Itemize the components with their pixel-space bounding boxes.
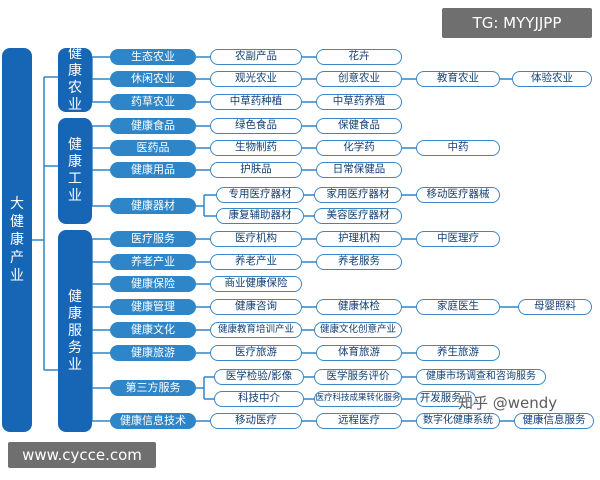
leaf-item: 开发服务业 — [416, 391, 476, 407]
leaf-item: 健康教育培训产业 — [210, 322, 302, 338]
leaf-item: 保健食品 — [316, 118, 402, 134]
leaf-item: 健康咨询 — [210, 299, 302, 315]
leaf-item: 健康市场调查和咨询服务 — [416, 369, 546, 385]
category-leisure-agriculture: 休闲农业 — [110, 71, 196, 87]
leaf-item: 远程医疗 — [316, 413, 402, 429]
sector-agriculture: 健康农业 — [58, 46, 92, 113]
category-health-equipment: 健康器材 — [110, 198, 196, 214]
leaf-item: 美容医疗器材 — [314, 208, 402, 224]
leaf-item: 数字化健康系统 — [416, 413, 500, 429]
leaf-item: 中草药养殖 — [316, 94, 402, 110]
leaf-item: 中药 — [416, 140, 500, 156]
category-health-insurance: 健康保险 — [110, 276, 196, 292]
category-health-food: 健康食品 — [110, 118, 196, 134]
category-pharmaceuticals: 医药品 — [110, 140, 196, 156]
leaf-item: 家用医疗器材 — [314, 187, 402, 203]
category-health-tourism: 健康旅游 — [110, 345, 196, 361]
leaf-item: 创意农业 — [316, 71, 402, 87]
sector-industry: 健康工业 — [58, 118, 92, 224]
category-health-culture: 健康文化 — [110, 322, 196, 338]
category-eco-agriculture: 生态农业 — [110, 49, 196, 65]
leaf-item: 医学服务评价 — [314, 369, 402, 385]
leaf-item: 养老产业 — [210, 254, 302, 270]
leaf-item: 日常保健品 — [316, 162, 402, 178]
leaf-item: 母婴照料 — [518, 299, 592, 315]
leaf-item: 护理机构 — [316, 231, 402, 247]
leaf-item: 专用医疗器材 — [216, 187, 304, 203]
leaf-item: 科技中介 — [214, 391, 304, 407]
leaf-item: 中草药种植 — [210, 94, 302, 110]
leaf-item: 生物制药 — [210, 140, 302, 156]
leaf-item: 健康信息服务 — [514, 413, 594, 429]
category-health-products: 健康用品 — [110, 162, 196, 178]
root-node: 大健康产业 — [2, 48, 32, 432]
category-health-management: 健康管理 — [110, 299, 196, 315]
category-third-party-services: 第三方服务 — [110, 380, 196, 396]
leaf-item: 医疗科技成果转化服务 — [314, 391, 402, 407]
leaf-item: 体验农业 — [512, 71, 592, 87]
leaf-item: 商业健康保险 — [210, 276, 302, 292]
category-elderly-care: 养老产业 — [110, 254, 196, 270]
leaf-item: 护肤品 — [210, 162, 302, 178]
leaf-item: 花卉 — [316, 49, 402, 65]
leaf-item: 养老服务 — [316, 254, 402, 270]
leaf-item: 农副产品 — [210, 49, 302, 65]
leaf-item: 移动医疗器械 — [416, 187, 500, 203]
leaf-item: 医疗机构 — [210, 231, 302, 247]
category-medical-services: 医疗服务 — [110, 231, 196, 247]
leaf-item: 医学检验/影像 — [214, 369, 304, 385]
leaf-item: 健康文化创意产业 — [314, 322, 402, 338]
leaf-item: 绿色食品 — [210, 118, 302, 134]
leaf-item: 康复辅助器材 — [216, 208, 304, 224]
leaf-item: 观光农业 — [210, 71, 302, 87]
leaf-item: 养生旅游 — [416, 345, 500, 361]
category-health-it: 健康信息技术 — [110, 413, 196, 429]
leaf-item: 医疗旅游 — [210, 345, 302, 361]
leaf-item: 健康体检 — [316, 299, 402, 315]
leaf-item: 体育旅游 — [316, 345, 402, 361]
leaf-item: 家庭医生 — [416, 299, 500, 315]
leaf-item: 中医理疗 — [416, 231, 500, 247]
category-herb-agriculture: 药草农业 — [110, 94, 196, 110]
watermark-top-badge: TG: MYYJJPP — [442, 8, 592, 38]
leaf-item: 教育农业 — [416, 71, 500, 87]
watermark-bottom-badge: www.cycce.com — [8, 442, 156, 468]
leaf-item: 移动医疗 — [210, 413, 302, 429]
zhihu-watermark: 知乎 @wendy — [458, 394, 558, 412]
sector-services: 健康服务业 — [58, 230, 92, 432]
leaf-item: 化学药 — [316, 140, 402, 156]
